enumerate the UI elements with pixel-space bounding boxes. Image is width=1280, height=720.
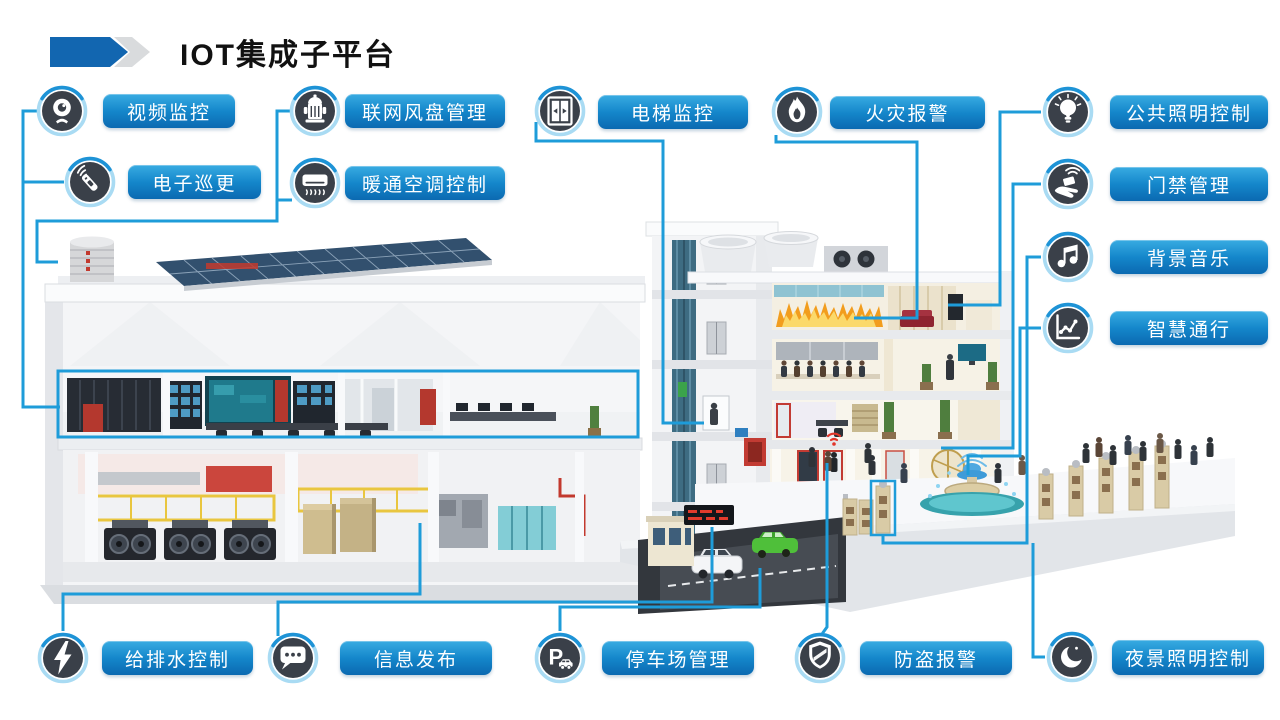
connector-fire-alarm bbox=[774, 135, 919, 320]
video-surveillance-label: 视频监控 bbox=[103, 94, 235, 128]
elevator-icon bbox=[534, 85, 586, 137]
connector-background-music bbox=[881, 255, 1041, 545]
light-bulb-icon bbox=[1042, 86, 1094, 138]
plaza bbox=[620, 433, 1235, 614]
hand-card-icon bbox=[1042, 158, 1094, 210]
control-room-highlight bbox=[56, 369, 640, 439]
access-control-label: 门禁管理 bbox=[1110, 167, 1268, 201]
background-music-label: 背景音乐 bbox=[1110, 240, 1268, 274]
shield-icon bbox=[794, 632, 846, 684]
title-block: IOT集成子平台 bbox=[50, 30, 396, 74]
floor-workspace bbox=[772, 400, 1000, 440]
alarm-signal-icon bbox=[826, 432, 842, 446]
information-release-label: 信息发布 bbox=[340, 641, 492, 675]
connector-fan-coil-management bbox=[35, 109, 293, 264]
connector-public-lighting bbox=[948, 110, 1041, 307]
connector-water-control bbox=[61, 523, 422, 631]
connector-elevator-monitoring bbox=[534, 122, 704, 425]
right-building-wing bbox=[620, 231, 1235, 614]
fire-alarm-label: 火灾报警 bbox=[830, 96, 985, 129]
connector-night-lighting bbox=[1031, 543, 1045, 659]
gate-booth bbox=[646, 516, 696, 566]
line-chart-icon bbox=[1042, 302, 1094, 354]
music-note-icon bbox=[1042, 231, 1094, 283]
people bbox=[808, 433, 1214, 483]
parking-management-label: 停车场管理 bbox=[602, 641, 754, 675]
connector-video-surveillance bbox=[21, 109, 60, 409]
pumps bbox=[104, 520, 276, 560]
public-lighting-control-label: 公共照明控制 bbox=[1110, 95, 1268, 129]
floor-office bbox=[772, 339, 1000, 391]
webcam-icon bbox=[36, 85, 88, 137]
speaker-highlight bbox=[869, 479, 897, 537]
connector-burglar-alarm bbox=[820, 463, 829, 635]
speech-bubble-icon bbox=[267, 632, 319, 684]
title-arrow-icon bbox=[50, 37, 150, 67]
floor-fire-and-lounge bbox=[772, 283, 1000, 330]
hvac-control-label: 暖通空调控制 bbox=[345, 166, 505, 200]
flame-icon bbox=[771, 86, 823, 138]
connector-lines bbox=[21, 109, 1045, 659]
connector-parking bbox=[558, 568, 762, 631]
left-building-wing bbox=[40, 236, 668, 604]
smart-passage-label: 智慧通行 bbox=[1110, 311, 1268, 345]
control-room bbox=[63, 370, 640, 438]
connector-information-release bbox=[276, 527, 714, 636]
machinery-basement bbox=[63, 450, 640, 582]
night-lighting-control-label: 夜景照明控制 bbox=[1112, 640, 1264, 675]
electronic-patrol-label: 电子巡更 bbox=[128, 165, 261, 199]
moon-icon bbox=[1046, 631, 1098, 683]
fan-coil-icon bbox=[289, 85, 341, 137]
water-supply-drainage-control-label: 给排水控制 bbox=[102, 641, 253, 675]
connector-smart-passage bbox=[966, 326, 1041, 475]
lightning-bolt-icon bbox=[37, 632, 89, 684]
green-car bbox=[752, 532, 798, 558]
cooling-towers bbox=[699, 231, 888, 273]
solar-panels bbox=[156, 238, 492, 291]
parking-icon: P bbox=[534, 632, 586, 684]
led-display bbox=[684, 505, 734, 525]
elevator-monitoring-label: 电梯监控 bbox=[598, 95, 748, 129]
patrol-remote-icon bbox=[64, 156, 116, 208]
burglar-alarm-label: 防盗报警 bbox=[860, 641, 1012, 675]
water-tank bbox=[70, 236, 114, 282]
connector-access-control bbox=[941, 182, 1041, 450]
page-title: IOT集成子平台 bbox=[180, 39, 396, 72]
air-conditioner-icon bbox=[289, 157, 341, 209]
fan-coil-management-label: 联网风盘管理 bbox=[345, 94, 505, 128]
